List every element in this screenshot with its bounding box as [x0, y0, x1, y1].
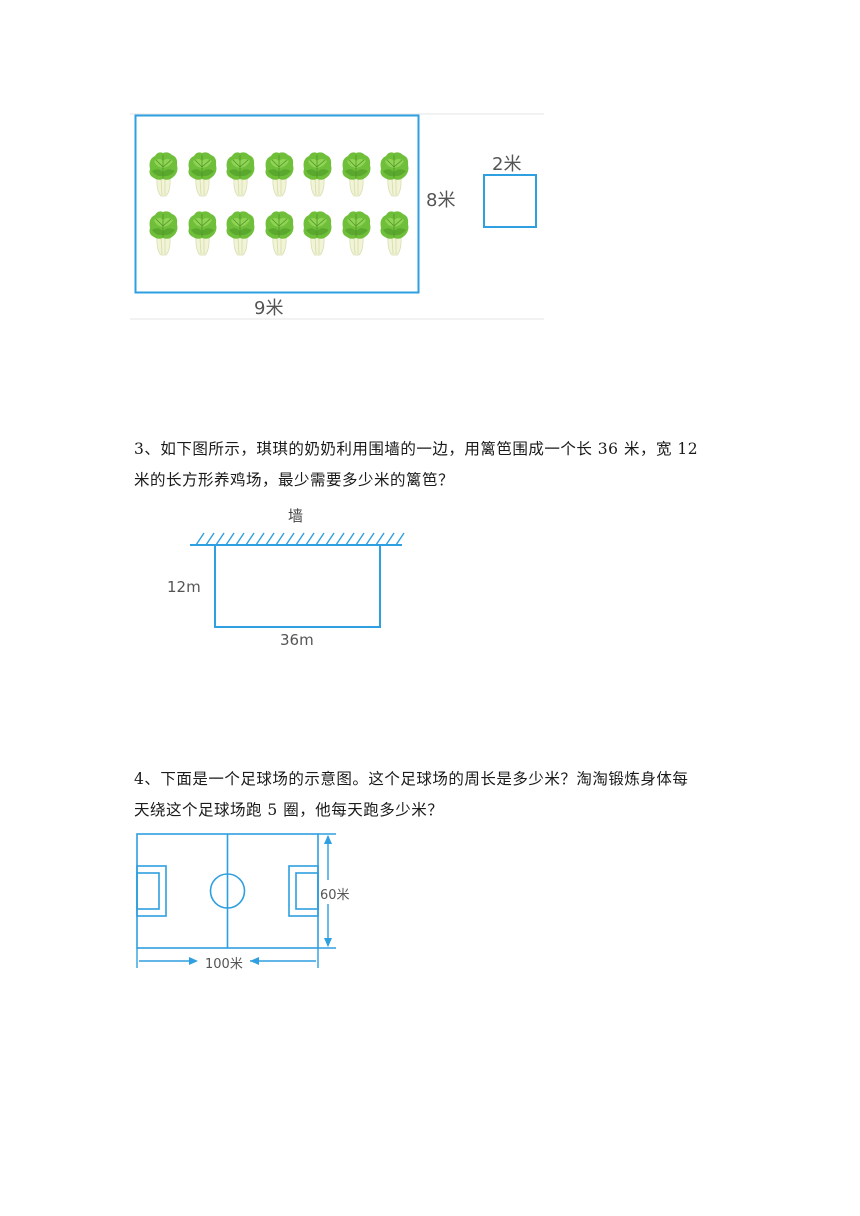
right-arrow-icon	[189, 957, 198, 965]
problem-4-line-2: 天绕这个足球场跑 5 圈，他每天跑多少米？	[134, 801, 444, 819]
wall-hatch-line	[205, 532, 215, 546]
field-width-label: 60米	[320, 884, 350, 903]
left-goal-box	[136, 872, 160, 910]
cabbage-icon	[149, 211, 178, 256]
cabbage-icon	[342, 211, 370, 256]
cabbage-icon	[188, 152, 216, 197]
wall-hatch-line	[315, 532, 325, 546]
cabbage-icon	[188, 211, 216, 256]
wall-hatch-line	[235, 532, 245, 546]
wall-hatch-line	[325, 532, 335, 546]
wall-hatch-line	[275, 532, 285, 546]
small-square	[483, 174, 537, 228]
left-arrow-icon	[250, 957, 259, 965]
wall-hatch-line	[265, 532, 275, 546]
wall-hatch-line	[385, 532, 395, 546]
cabbage-icon	[265, 211, 293, 256]
yard-length-label: 36m	[280, 631, 314, 649]
yard-width-label: 12m	[167, 578, 201, 596]
garden-width-label: 9米	[254, 298, 284, 319]
wall-hatch-line	[215, 532, 225, 546]
problem-4-text: 4、下面是一个足球场的示意图。这个足球场的周长是多少米？淘淘锻炼身体每 天绕这个…	[134, 764, 734, 826]
field-length-label: 100米	[205, 957, 243, 972]
left-penalty-box	[136, 865, 167, 917]
wall-hatch-line	[395, 532, 405, 546]
cabbage-icon	[342, 152, 370, 197]
wall-hatch-line	[295, 532, 305, 546]
small-square-label: 2米	[492, 154, 522, 175]
right-penalty-box	[288, 865, 319, 917]
center-circle	[209, 873, 246, 909]
wall-hatch-line	[195, 532, 205, 546]
garden-height-label: 8米	[426, 190, 456, 211]
wall-hatching	[195, 532, 405, 546]
wall-hatch-line	[255, 532, 265, 546]
fence-outline	[214, 545, 381, 628]
cabbage-icon	[380, 152, 409, 197]
right-goal-box	[295, 872, 319, 910]
cabbage-icon	[149, 152, 178, 197]
down-arrow-icon	[324, 938, 332, 947]
wall-hatch-line	[335, 532, 345, 546]
cabbage-icon	[303, 152, 332, 197]
wall-hatch-line	[355, 532, 365, 546]
wall-hatch-line	[345, 532, 355, 546]
wall-hatch-line	[285, 532, 295, 546]
up-arrow-icon	[324, 835, 332, 844]
cabbage-icon	[226, 152, 255, 197]
field-outline	[136, 833, 319, 949]
cabbage-icon	[303, 211, 332, 256]
wall-hatch-line	[375, 532, 385, 546]
problem-3-text: 3、如下图所示，琪琪的奶奶利用围墙的一边，用篱笆围成一个长 36 米，宽 12 …	[134, 434, 734, 496]
garden-rectangle	[134, 114, 420, 294]
cabbage-icon	[380, 211, 409, 256]
wall-hatch-line	[305, 532, 315, 546]
wall-hatch-line	[225, 532, 235, 546]
cabbage-icon	[226, 211, 255, 256]
wall-hatch-line	[245, 532, 255, 546]
cabbage-icon	[265, 152, 293, 197]
wall-hatch-line	[365, 532, 375, 546]
problem-4-line-1: 4、下面是一个足球场的示意图。这个足球场的周长是多少米？淘淘锻炼身体每	[134, 770, 689, 788]
problem-3-line-1: 3、如下图所示，琪琪的奶奶利用围墙的一边，用篱笆围成一个长 36 米，宽 12	[134, 440, 699, 458]
problem-3-line-2: 米的长方形养鸡场，最少需要多少米的篱笆？	[134, 471, 455, 489]
wall-label: 墙	[288, 507, 304, 525]
